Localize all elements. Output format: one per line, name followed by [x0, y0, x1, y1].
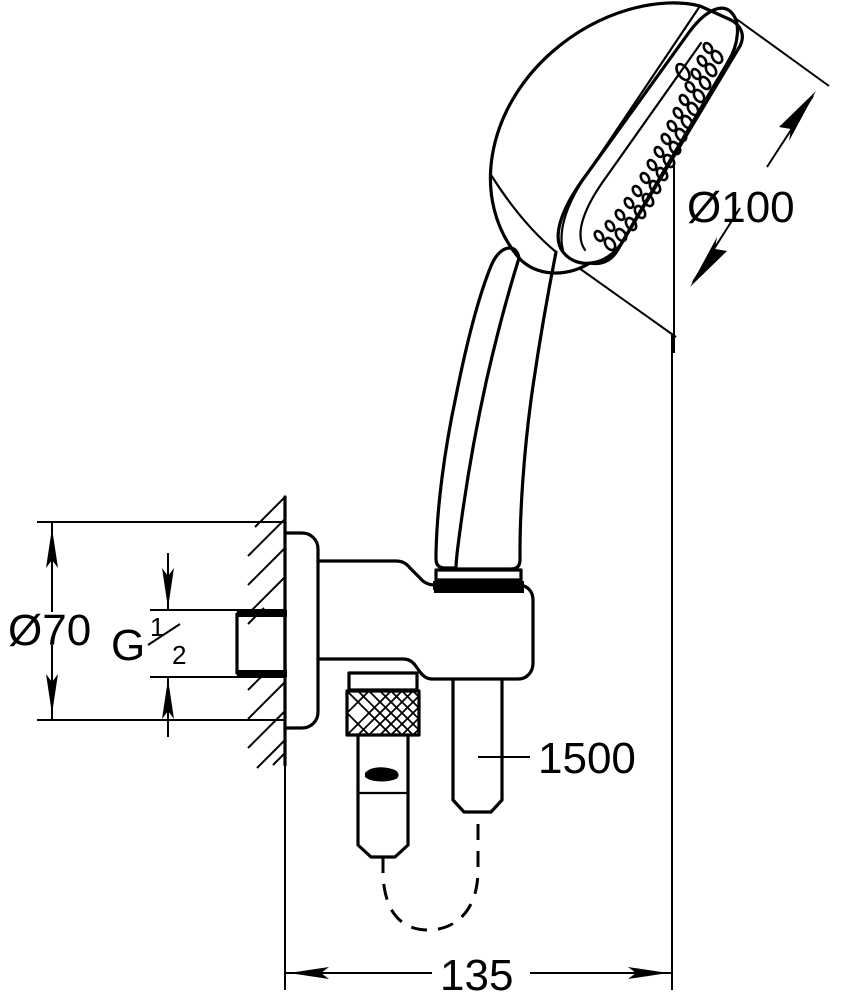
wall-union-bottom-shoulder: [237, 670, 287, 677]
dim-thread-arrow-bottom: [162, 679, 174, 719]
dim-thread-denominator: 2: [172, 640, 186, 670]
dim-135-label: 135: [440, 951, 513, 1000]
shower-head-parting-line: [560, 4, 702, 252]
wall-union-top-shoulder: [237, 610, 287, 617]
spray-face-inner-bevel: [579, 41, 703, 252]
spray-face-rim: [556, 6, 739, 265]
knurl-pattern: [346, 690, 420, 736]
hose-loop-path: [381, 812, 480, 932]
hose-loop-dashed: [381, 812, 480, 932]
shower-handle-front-contour: [454, 250, 558, 571]
wall-union-connector: [235, 610, 287, 677]
dim-100-ext-upper: [734, 17, 830, 87]
shower-head-neck-seam: [489, 173, 558, 254]
dim-135-arrow-right: [628, 967, 668, 979]
dim-70-arrow-top: [46, 528, 58, 568]
dim-100-label: Ø100: [687, 183, 795, 232]
wall-flange-outline: [283, 531, 320, 730]
shower-handle-outline: [434, 246, 521, 570]
shower-holder-bracket: [316, 559, 535, 681]
dim-70-label: Ø70: [8, 606, 91, 655]
dimension-head-diameter: Ø100: [578, 17, 830, 353]
dim-1500-label: 1500: [538, 734, 636, 783]
dim-thread-fraction-bar: [147, 623, 181, 646]
dimension-flange-diameter: Ø70: [8, 521, 285, 721]
shower-head: [488, 1, 744, 275]
wall-hatching: [247, 496, 286, 769]
dim-135-arrow-left: [289, 967, 329, 979]
wall-flange: [283, 531, 320, 730]
dim-thread-prefix: G: [111, 621, 145, 670]
dim-100-ext-lower: [578, 267, 677, 338]
handle-base-collar: [434, 568, 523, 582]
dim-thread-numerator: 1: [150, 612, 164, 642]
dim-100-arrow-upper: [779, 91, 816, 141]
bracket-handle-seat: [434, 585, 524, 593]
dimension-hose-length: 1500: [538, 734, 636, 783]
dimension-projection: 135: [284, 748, 672, 1000]
dim-thread-arrow-top: [162, 568, 174, 608]
dim-100-arrow-lower: [690, 237, 727, 287]
spray-nozzles: [593, 41, 724, 252]
spray-face-marker-oval: [675, 62, 691, 82]
bracket-body-outline: [316, 559, 535, 681]
coupling-shaft-marking: [365, 767, 399, 782]
dim-70-arrow-bottom: [46, 674, 58, 714]
knurled-coupling-nut: [345, 671, 421, 859]
dimension-thread-size: G 1 2: [111, 553, 285, 737]
